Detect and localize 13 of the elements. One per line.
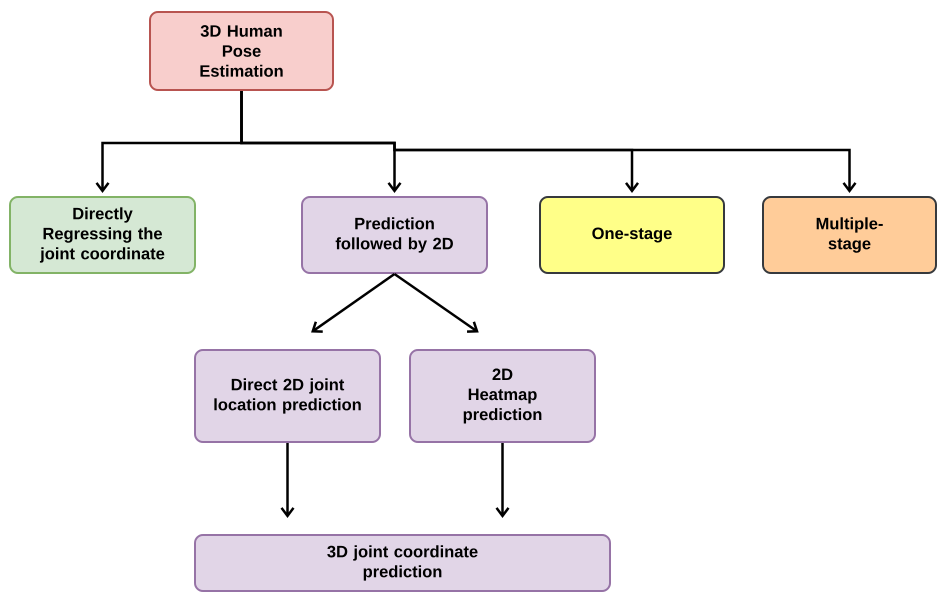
process-box: 2D Heatmap prediction [409,349,596,443]
process-box: 3D joint coordinate prediction [194,534,611,592]
arrow [496,443,510,518]
arrow [394,272,479,333]
process-box: Direct 2D joint location prediction [194,349,381,443]
arrow [311,272,396,333]
process-box: Directly Regressing the joint coordinate [9,196,196,274]
arrow [240,91,856,193]
process-box: 3D Human Pose Estimation [149,11,334,91]
process-box: One-stage [539,196,725,274]
process-box: Multiple-stage [762,196,937,274]
arrow [280,443,294,518]
process-box: Prediction followed by 2D [301,196,488,274]
